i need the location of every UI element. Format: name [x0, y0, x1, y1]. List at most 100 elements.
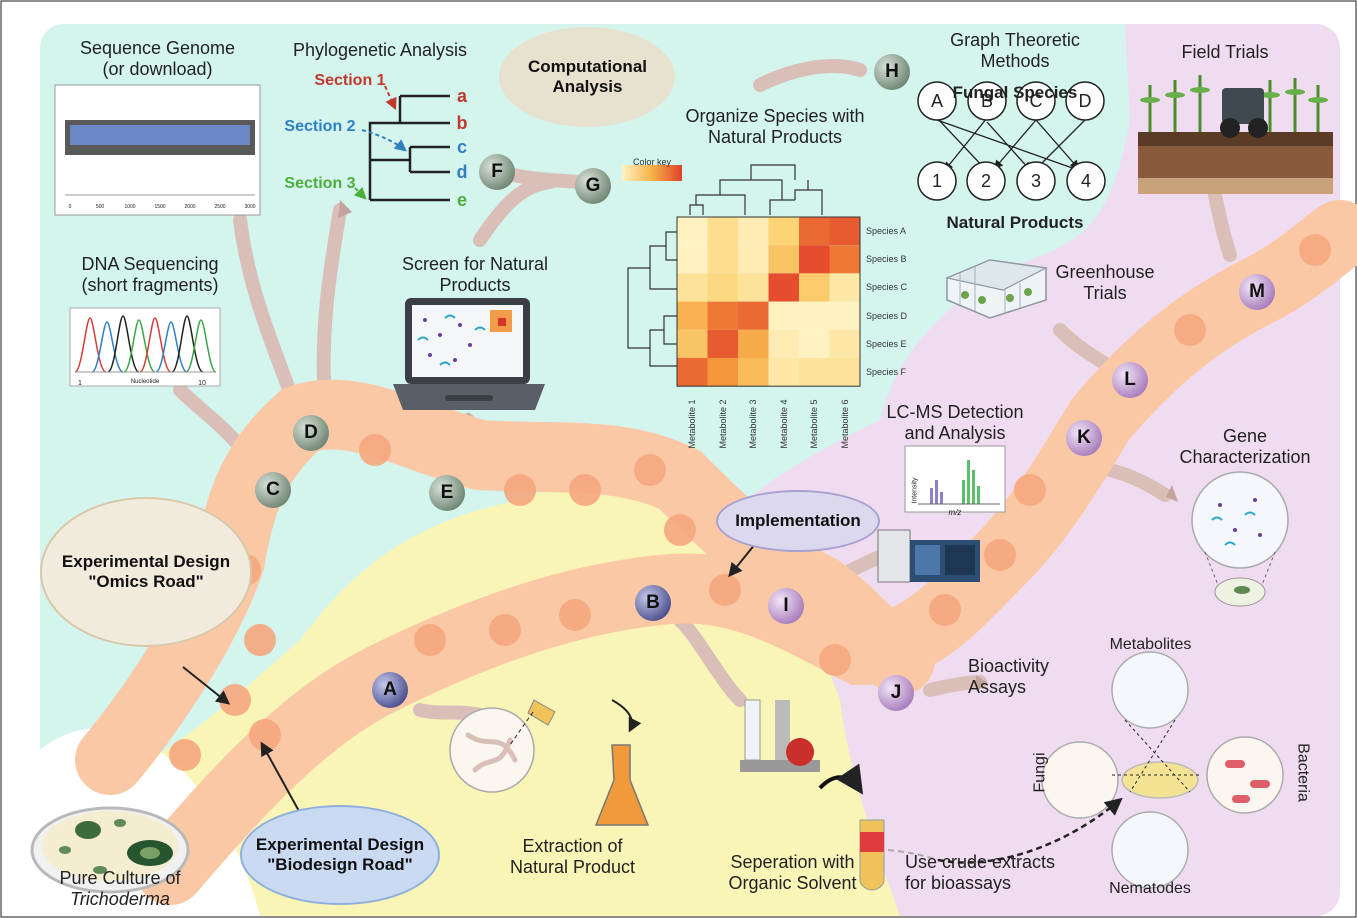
heatmap-cell [799, 273, 830, 302]
phylogenetic-tree-clean [365, 90, 450, 205]
heatmap-cell [768, 245, 799, 274]
connector-marker-label: L [1124, 369, 1136, 390]
bacteria-label: Bacteria [1294, 743, 1312, 802]
petri-dish-culture [30, 806, 190, 894]
heatmap-cell [768, 358, 799, 387]
section-1-label: Section 1 [314, 72, 386, 89]
genome-x-tick: 500 [95, 204, 105, 210]
genome-plot-figure [54, 84, 261, 216]
bioassay-figure [887, 651, 1284, 889]
genome-x-tick: 0 [68, 204, 72, 210]
heatmap-cell [829, 329, 860, 358]
graph-node-label: 3 [1030, 171, 1041, 191]
phylogenetic-label: Phylogenetic Analysis [292, 40, 468, 60]
phylogeny-tip: c [456, 137, 467, 157]
heatmap-cell [829, 217, 860, 246]
dna-chromatogram [69, 307, 221, 387]
lcms-y-label: Intensity [911, 477, 919, 504]
graph-node-label: 2 [980, 171, 991, 191]
heatmap-row-label: Species E [866, 338, 907, 349]
section-3-label: Section 3 [284, 175, 356, 192]
heatmap-col-label: Metabolite 6 [839, 399, 850, 449]
heatmap-col-label: Metabolite 2 [717, 399, 728, 449]
heatmap-cell [738, 301, 769, 330]
heatmap-col-label: Metabolite 4 [778, 399, 789, 449]
connector-markers [255, 54, 1275, 711]
heatmap-cell [707, 245, 738, 274]
heatmap-cell [707, 217, 738, 246]
omics-road-label: Experimental Design "Omics Road" [61, 552, 231, 591]
genome-x-tick: 1500 [154, 204, 166, 210]
heatmap-cell [738, 358, 769, 387]
biodesign-road-oval: Experimental Design "Biodesign Road" [240, 805, 440, 905]
connector-marker-label: A [383, 679, 397, 700]
fungi-label: Fungi [1031, 752, 1049, 793]
phylogeny-tip: b [456, 113, 468, 133]
connector-marker-label: J [890, 682, 902, 703]
heatmap-cell [707, 329, 738, 358]
lcms-instrument [877, 529, 980, 583]
graph-node-label: A [930, 91, 943, 111]
graph-node-label: 1 [931, 171, 942, 191]
lcms-label: LC-MS Detection and Analysis [886, 402, 1024, 443]
lcms-plot-figure [904, 445, 1006, 513]
sequence-genome-label: Sequence Genome (or download) [79, 38, 236, 79]
connector-marker-label: E [440, 482, 454, 503]
heatmap-cell [738, 217, 769, 246]
lcms-x-label: m/z [948, 508, 962, 517]
fungal-species-label: Fungal Species [952, 83, 1078, 102]
heatmap-cell [768, 329, 799, 358]
phylogeny-tip: a [456, 86, 467, 106]
laptop [393, 298, 545, 410]
extraction-figure [449, 699, 650, 826]
connector-marker-label: F [491, 161, 503, 182]
heatmap-row-label: Species D [866, 310, 908, 321]
heatmap-cell [799, 358, 830, 387]
gene-magnifier [1191, 471, 1289, 607]
phylogeny-tip: e [456, 190, 467, 210]
dna-sequencing-label: DNA Sequencing (short fragments) [81, 254, 219, 295]
connector-marker-label: I [783, 595, 789, 616]
heatmap-col-label: Metabolite 1 [687, 399, 698, 449]
heatmap-cell [707, 301, 738, 330]
heatmap-border [676, 216, 861, 387]
heatmap-cell [738, 273, 769, 302]
biodesign-road-label: Experimental Design "Biodesign Road" [255, 835, 425, 874]
section-arrows [353, 85, 407, 200]
omics-road-oval: Experimental Design "Omics Road" [40, 497, 252, 647]
metabolites-label: Metabolites [1109, 636, 1192, 653]
nematodes-label: Nematodes [1109, 880, 1191, 897]
pure-culture-italic: Trichoderma [70, 889, 170, 909]
heatmap-grid [676, 216, 861, 387]
connector-marker-label: H [885, 61, 899, 82]
genome-x-tick: 1000 [124, 204, 136, 210]
heatmap-col-label: Metabolite 3 [748, 399, 759, 449]
bioactivity-label: Bioactivity Assays [968, 656, 1050, 697]
connector-marker-label: K [1077, 427, 1091, 448]
connector-marker-label: M [1249, 281, 1265, 302]
field-trials-figure [1138, 75, 1333, 194]
graph-edges [936, 117, 1086, 174]
separation-label: Seperation with Organic Solvent [728, 852, 857, 893]
heatmap-cell [829, 358, 860, 387]
graph-node-label: 4 [1080, 171, 1091, 191]
heatmap-cell [707, 273, 738, 302]
genome-x-tick: 2000 [184, 204, 196, 210]
field-trials-label: Field Trials [1181, 42, 1269, 62]
heatmap-cell [677, 329, 708, 358]
greenhouse-label: Greenhouse Trials [1055, 262, 1155, 303]
graph-nodes [917, 81, 1106, 201]
connector-marker-label: G [585, 175, 601, 196]
phylogeny-tip: d [456, 162, 468, 182]
implementation-label: Implementation [735, 511, 861, 530]
section-2-label: Section 2 [284, 118, 356, 135]
heatmap-cell [799, 329, 830, 358]
connector-marker-label: D [304, 422, 318, 443]
dna-x-label: Nucleotide [130, 379, 160, 385]
heatmap-cell [677, 245, 708, 274]
heatmap-row-label: Species A [866, 226, 907, 236]
genome-x-tick: 3000 [244, 204, 256, 210]
heatmap-row-label: Species C [866, 282, 908, 293]
crude-extracts-label: Use crude extracts for bioassays [905, 852, 1056, 893]
